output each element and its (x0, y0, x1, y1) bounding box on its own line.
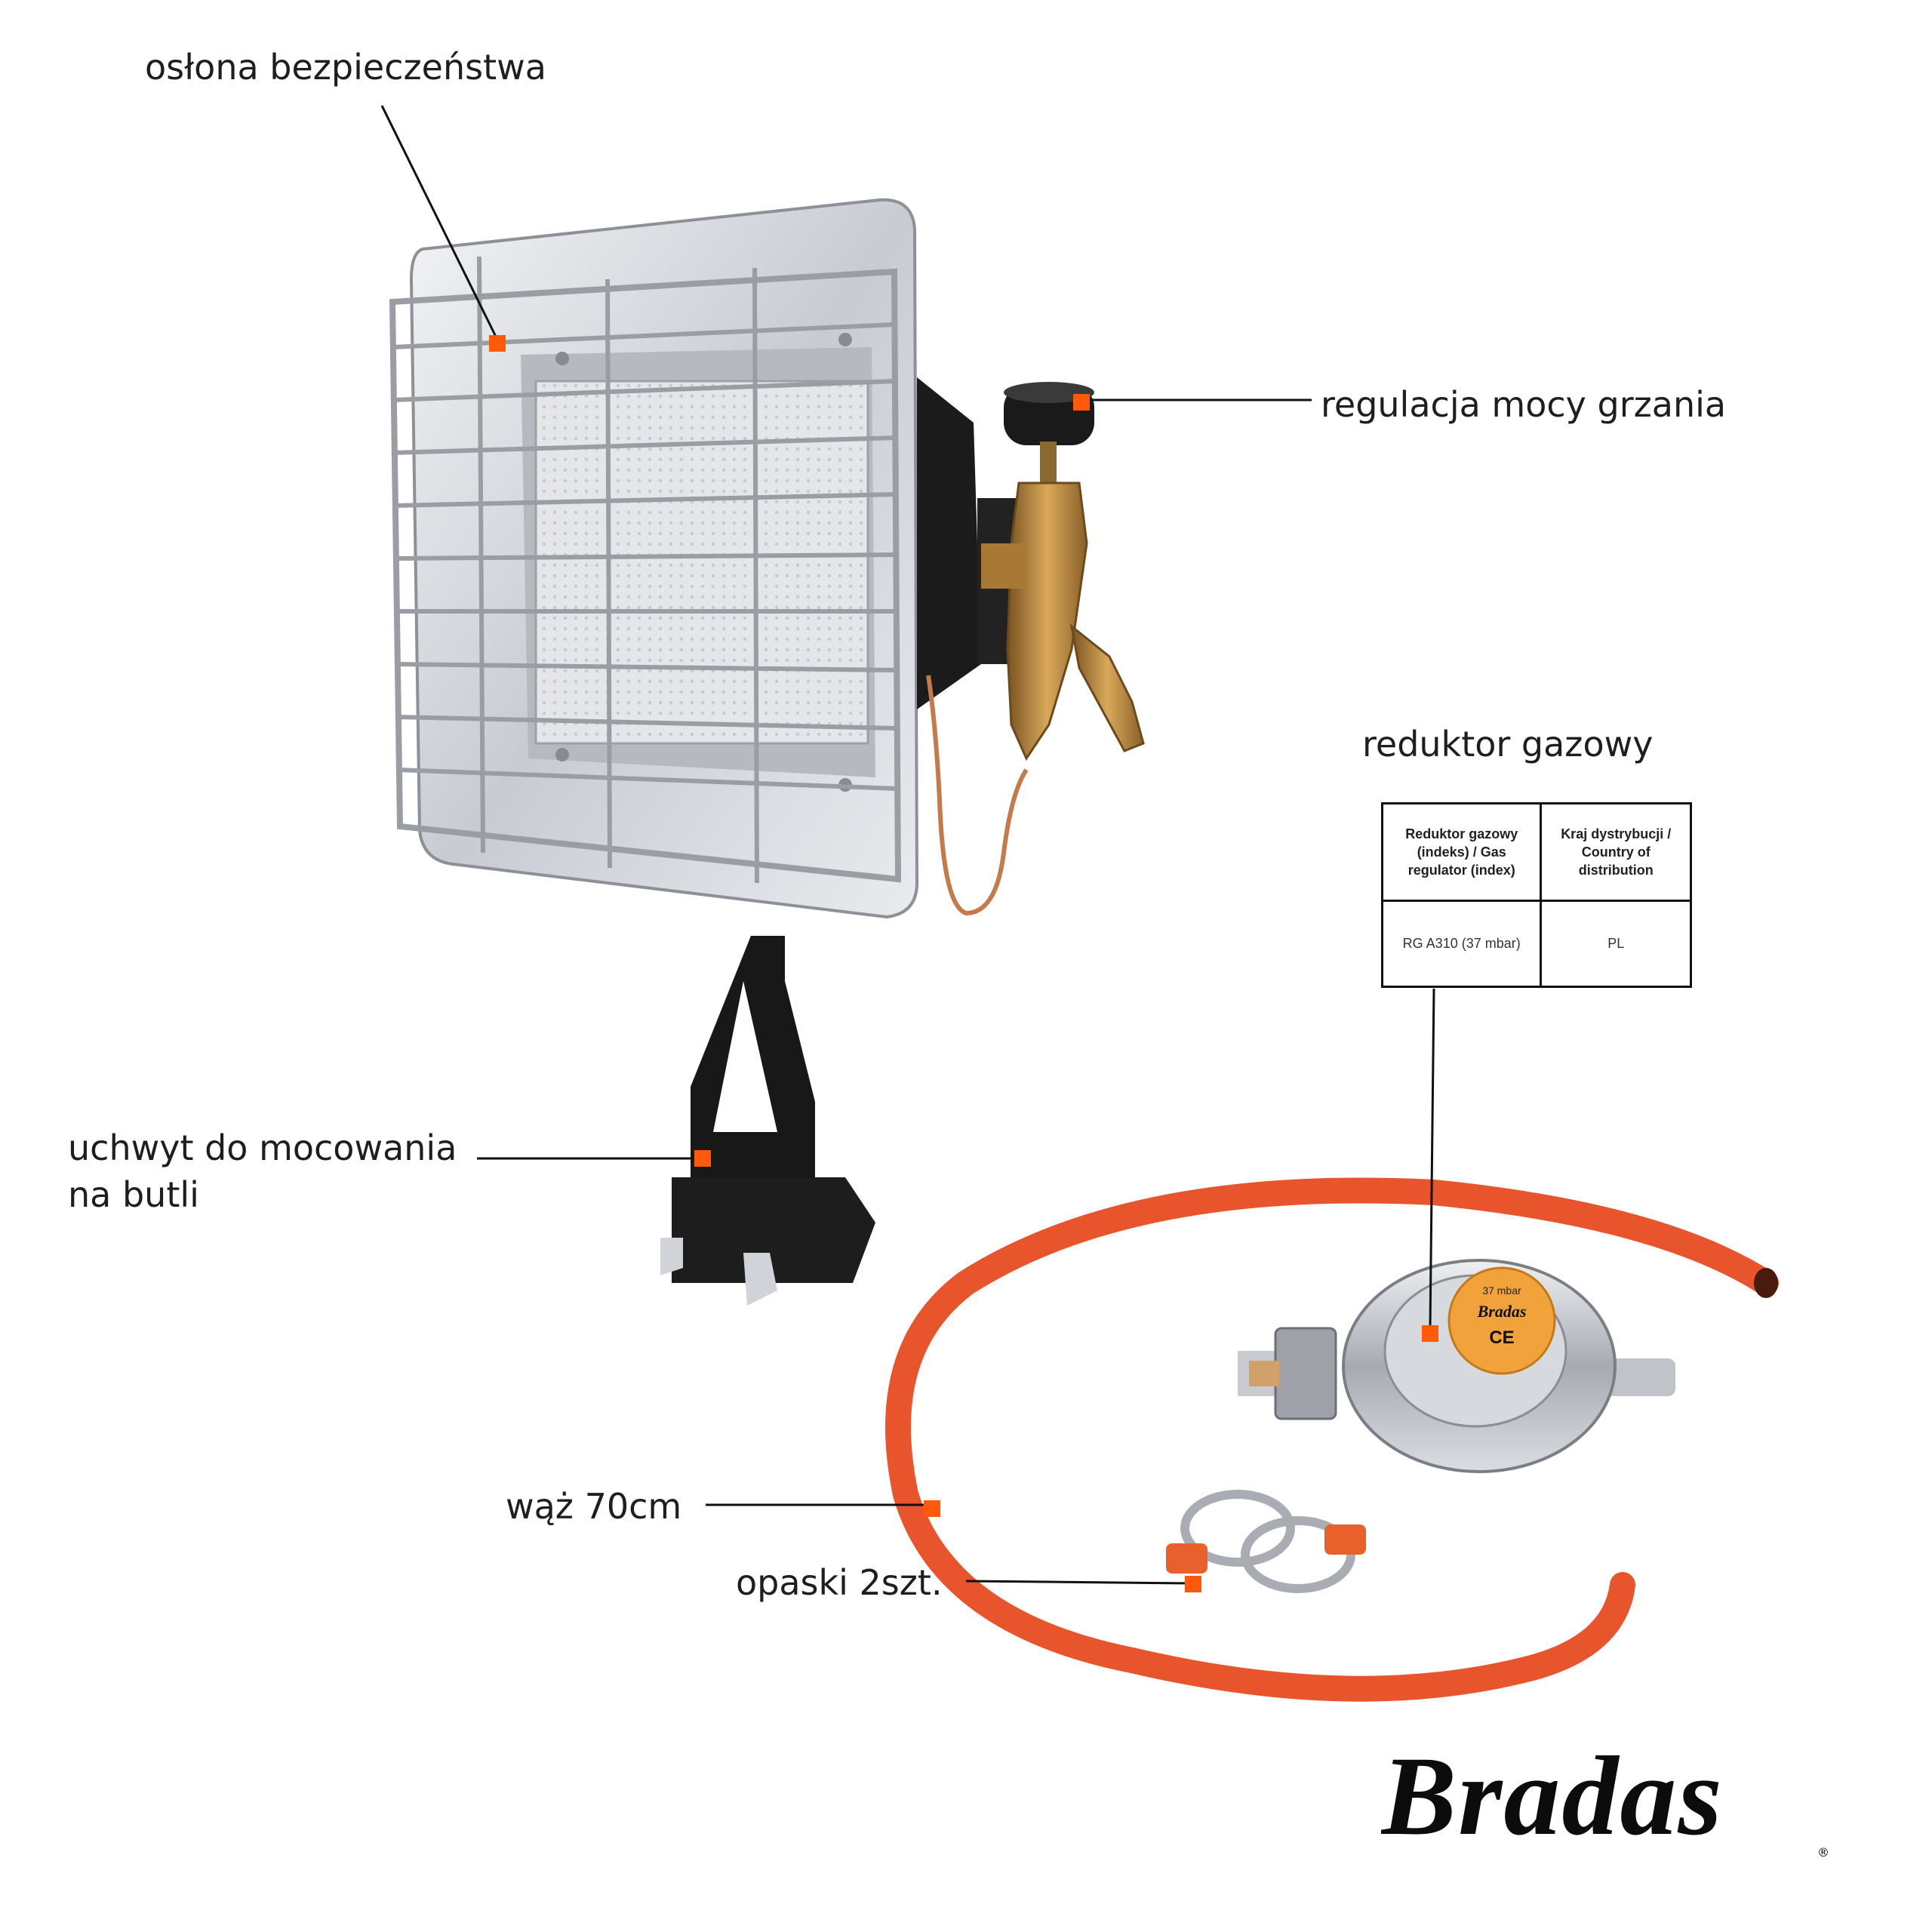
regulator-brand-text: Bradas (1477, 1302, 1527, 1321)
bottle-mount-bracket (660, 936, 875, 1306)
regulator-spec-table: Reduktor gazowy (indeks) / Gas regulator… (1380, 802, 1692, 988)
spec-cell-country: PL (1540, 900, 1692, 988)
power-control-knob[interactable] (1004, 382, 1094, 487)
spec-header-regulator: Reduktor gazowy (indeks) / Gas regulator… (1380, 802, 1543, 902)
hose-clamps (1166, 1490, 1366, 1593)
safety-guard-grid (389, 256, 902, 884)
hose-label: wąż 70cm (506, 1486, 682, 1527)
gas-hose (885, 1177, 1779, 1702)
callout-markers (489, 335, 1438, 1592)
bradas-logo: Bradas ® (1381, 1736, 1829, 1860)
regulator-ce-mark: CE (1489, 1327, 1514, 1348)
thermocouple-wire (926, 675, 1029, 916)
safety-guard-label: osłona bezpieczeństwa (145, 47, 546, 88)
registered-mark: ® (1817, 1845, 1829, 1860)
spec-table-header-row: Reduktor gazowy (indeks) / Gas regulator… (1380, 802, 1692, 902)
brass-valve (981, 481, 1145, 761)
bottle-mount-label-line1: uchwyt do mocowania (68, 1128, 457, 1168)
spec-cell-regulator: RG A310 (37 mbar) (1380, 900, 1543, 988)
gas-regulator: 37 mbar Bradas CE (1238, 1259, 1675, 1473)
regulator-pressure-text: 37 mbar (1482, 1284, 1521, 1297)
bottle-mount-label-line2: na butli (68, 1174, 199, 1215)
spec-header-country: Kraj dystrybucji / Country of distributi… (1540, 802, 1692, 902)
clamps-label: opaski 2szt. (736, 1562, 943, 1603)
gas-reducer-label: reduktor gazowy (1362, 724, 1654, 764)
leader-lines (380, 105, 1435, 1585)
brand-wordmark: Bradas (1381, 1736, 1724, 1859)
power-control-label: regulacja mocy grzania (1321, 384, 1727, 425)
spec-table-row: RG A310 (37 mbar) PL (1380, 900, 1692, 988)
